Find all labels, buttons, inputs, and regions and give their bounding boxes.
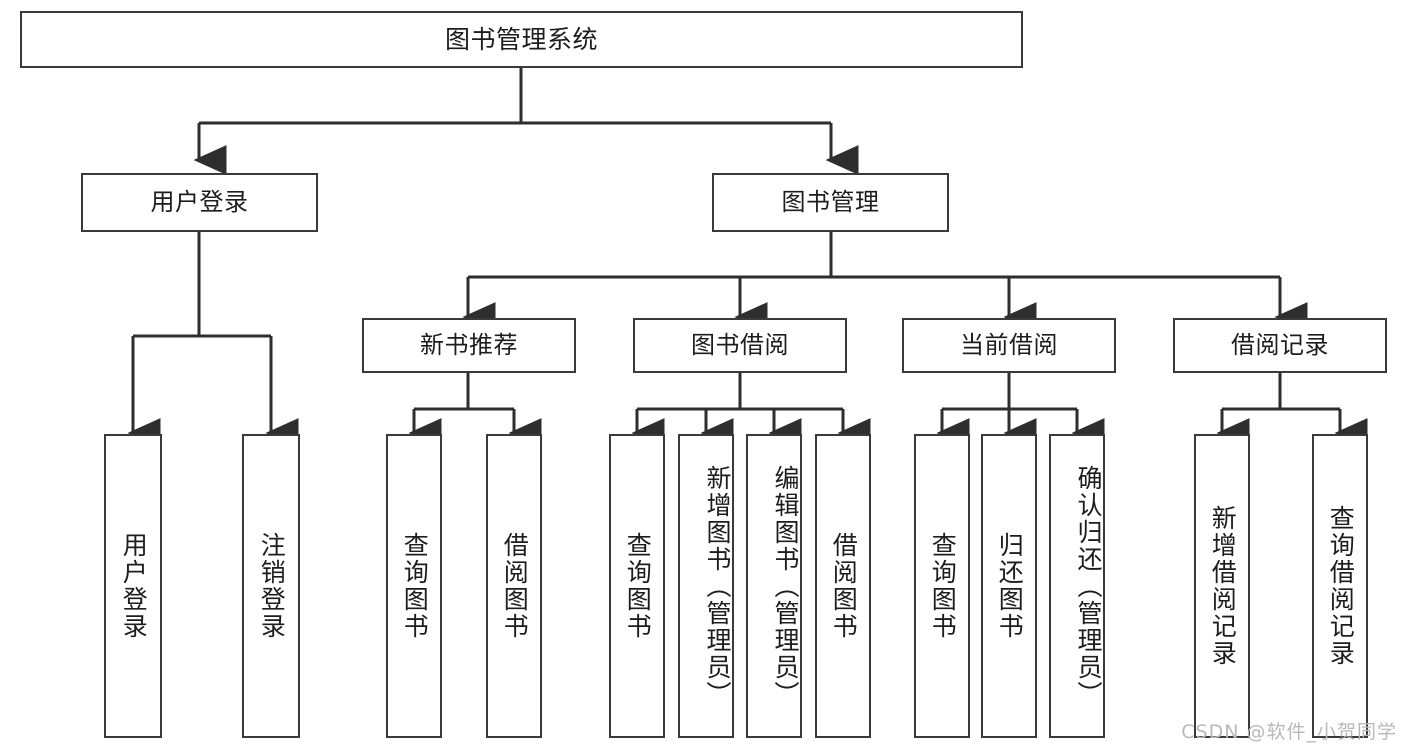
node-new-book-recommend[interactable]: 新书推荐 <box>362 318 576 373</box>
node-label: 归还图书 <box>995 532 1025 640</box>
node-label: 查询借阅记录 <box>1326 505 1356 667</box>
leaf-return-books[interactable]: 归还图书 <box>981 434 1037 738</box>
node-label: 图书管理 <box>781 188 880 217</box>
leaf-add-borrow-record[interactable]: 新增借阅记录 <box>1194 434 1250 738</box>
node-label: 注销登录 <box>257 532 287 640</box>
leaf-edit-book-admin[interactable]: 编辑图书（管理员） <box>746 434 802 738</box>
node-label: 用户登录 <box>150 188 249 217</box>
node-label: 图书借阅 <box>691 331 789 360</box>
node-label: 借阅图书 <box>500 532 530 640</box>
leaf-query-books-borrow[interactable]: 查询图书 <box>609 434 665 738</box>
node-label: 图书管理系统 <box>444 24 598 54</box>
node-borrow-records[interactable]: 借阅记录 <box>1173 318 1387 373</box>
node-label: 借阅图书 <box>829 532 859 640</box>
node-label: 查询图书 <box>623 532 653 640</box>
node-root-library-management-system[interactable]: 图书管理系统 <box>20 11 1023 68</box>
node-label: 用户登录 <box>119 532 149 640</box>
node-current-borrow[interactable]: 当前借阅 <box>902 318 1116 373</box>
leaf-borrow-books-recommend[interactable]: 借阅图书 <box>486 434 542 738</box>
leaf-user-login[interactable]: 用户登录 <box>104 434 162 738</box>
leaf-add-book-admin[interactable]: 新增图书（管理员） <box>678 434 734 738</box>
leaf-query-borrow-record[interactable]: 查询借阅记录 <box>1312 434 1368 738</box>
node-label: 当前借阅 <box>960 331 1058 360</box>
leaf-query-books-current[interactable]: 查询图书 <box>914 434 970 738</box>
leaf-logout[interactable]: 注销登录 <box>242 434 300 738</box>
node-label: 查询图书 <box>928 532 958 640</box>
node-label: 确认归还（管理员） <box>1074 464 1103 708</box>
leaf-borrow-books[interactable]: 借阅图书 <box>815 434 871 738</box>
node-label: 借阅记录 <box>1231 331 1329 360</box>
node-label: 新增图书（管理员） <box>703 464 732 708</box>
node-user-login[interactable]: 用户登录 <box>81 173 318 232</box>
leaf-query-books-recommend[interactable]: 查询图书 <box>386 434 442 738</box>
node-label: 查询图书 <box>400 532 430 640</box>
node-book-management[interactable]: 图书管理 <box>712 173 949 232</box>
node-label: 编辑图书（管理员） <box>771 464 800 708</box>
node-label: 新书推荐 <box>420 331 518 360</box>
node-book-borrow[interactable]: 图书借阅 <box>633 318 847 373</box>
node-label: 新增借阅记录 <box>1208 505 1238 667</box>
csdn-watermark: CSDN @软件_小贺同学 <box>1181 721 1397 743</box>
leaf-confirm-return-admin[interactable]: 确认归还（管理员） <box>1049 434 1105 738</box>
